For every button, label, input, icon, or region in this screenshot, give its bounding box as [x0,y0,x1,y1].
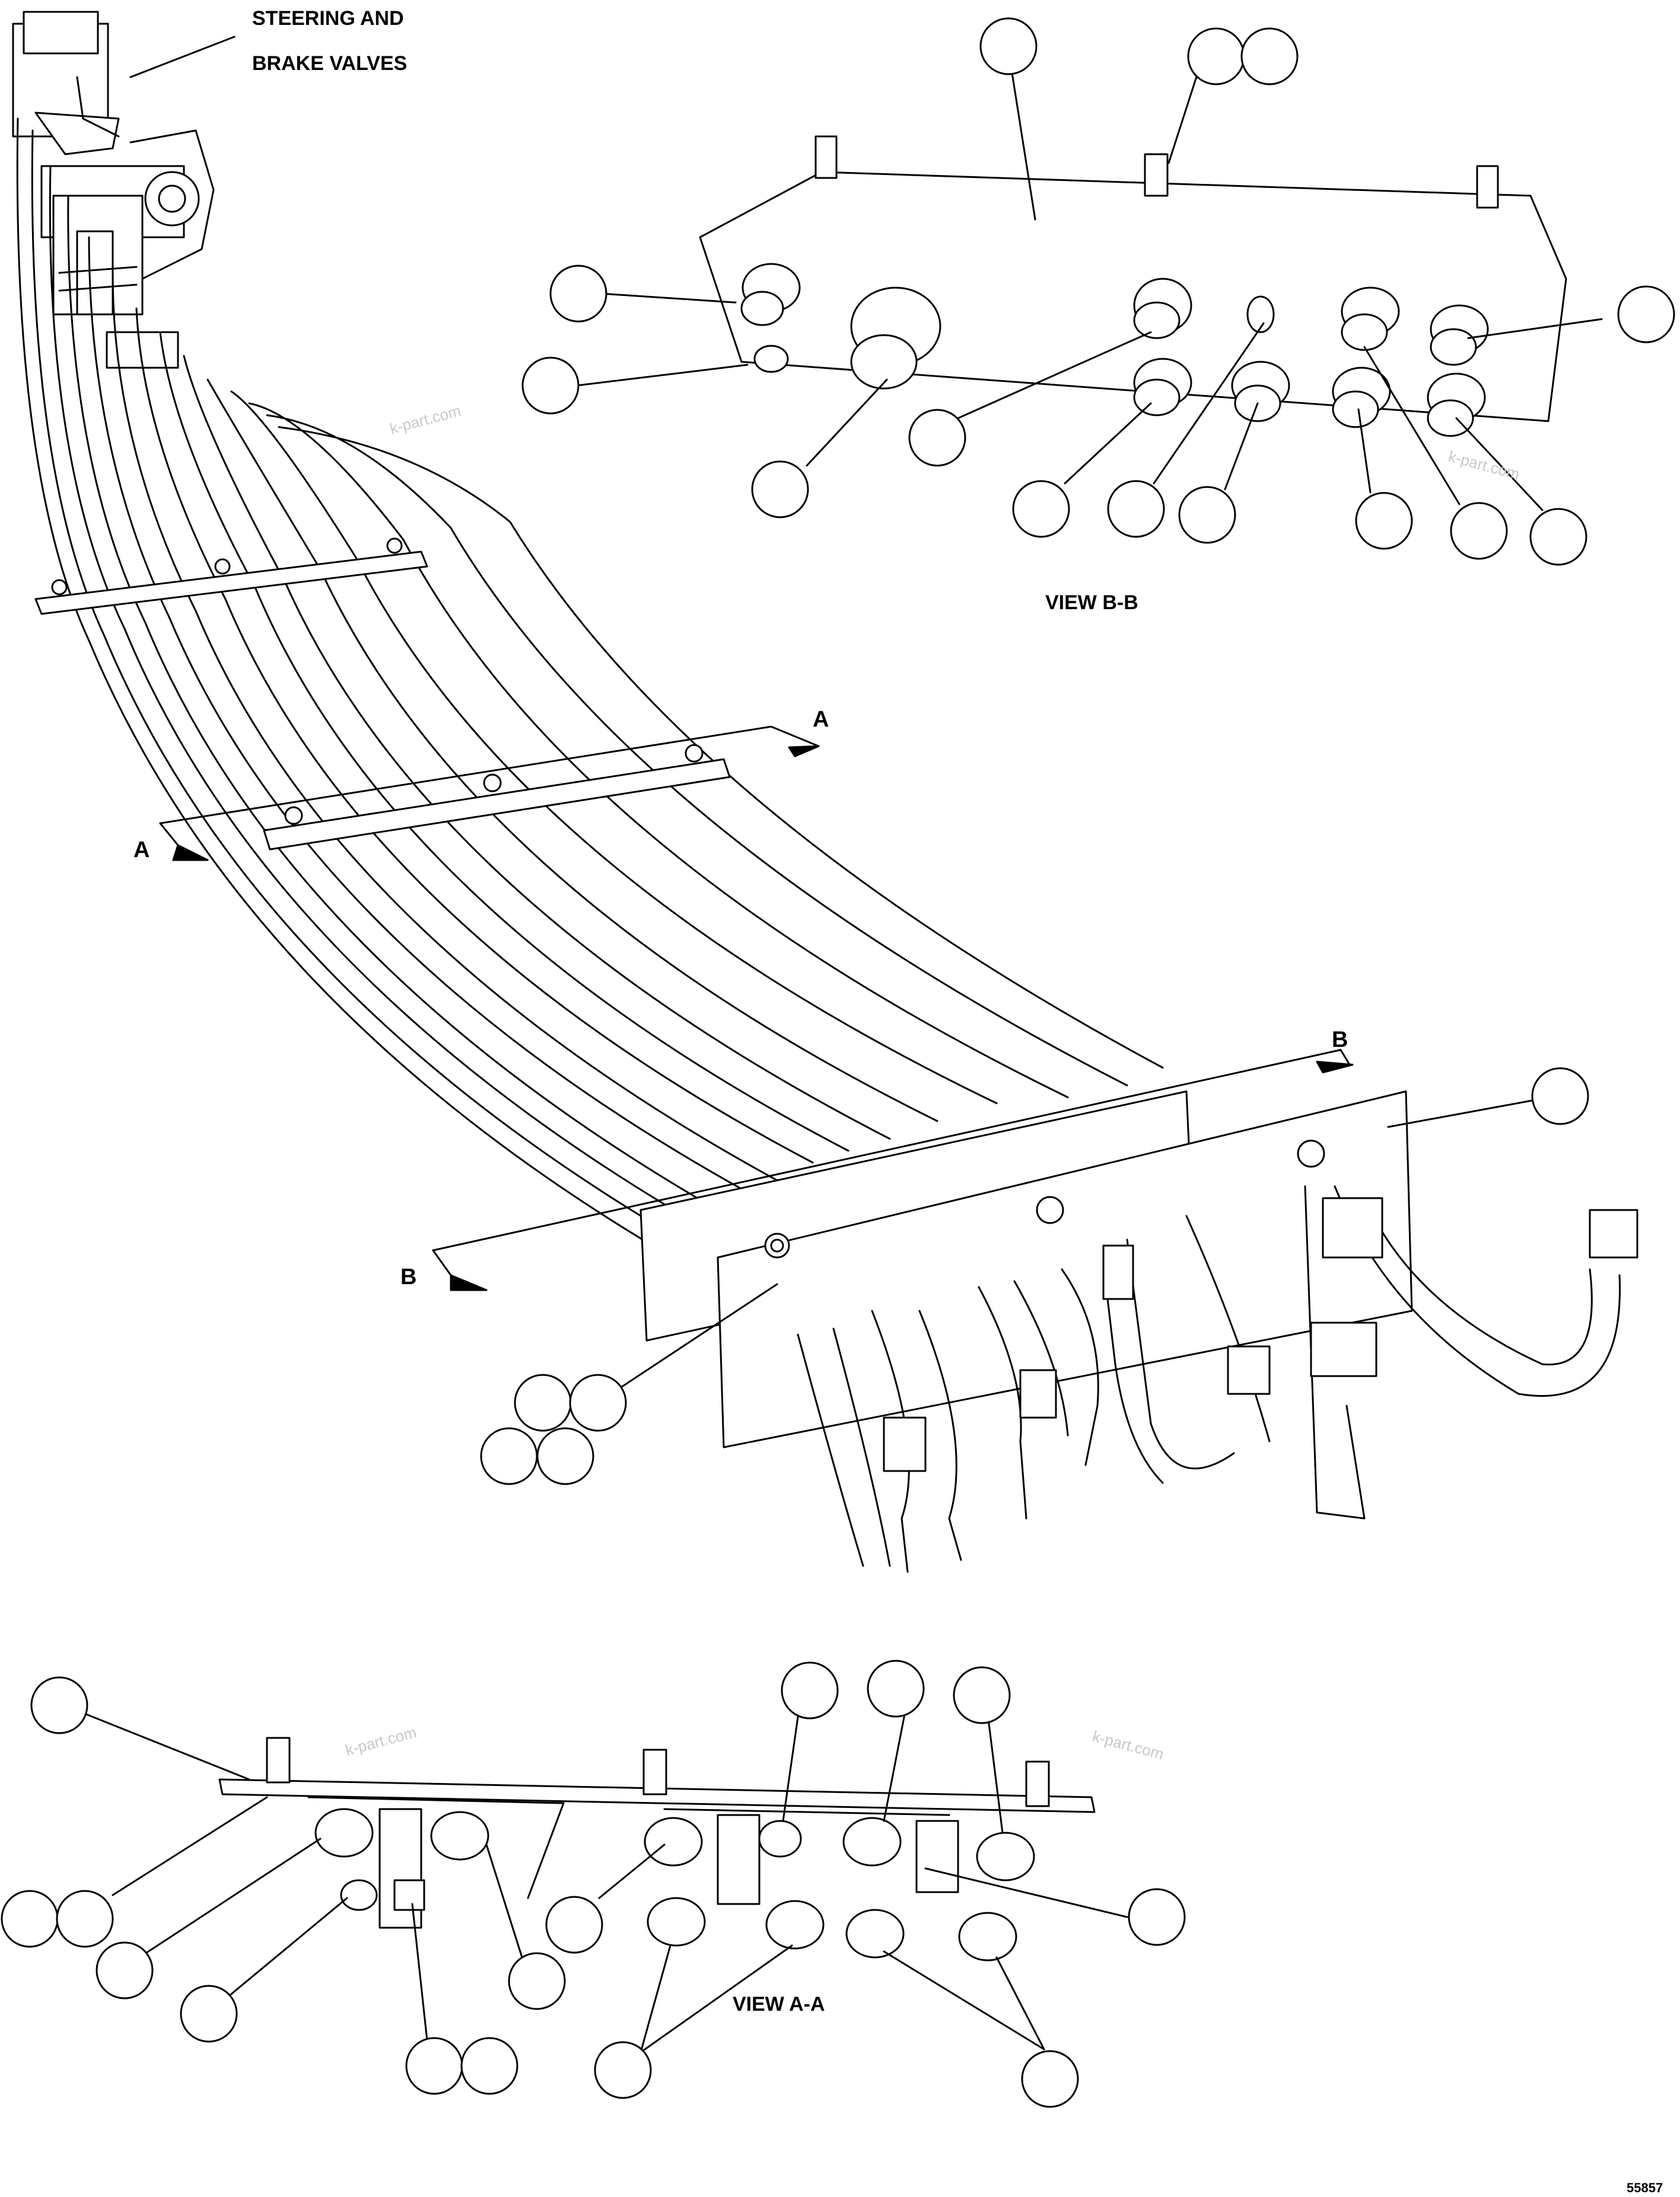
steering-leader [131,37,234,77]
figure-number: 55857 [1627,2180,1663,2195]
bulkhead-leader [1388,1100,1533,1127]
view-aa-callouts [2,1661,1185,2107]
callout-lower-left-1 [515,1375,571,1431]
exit-hose-fittings [884,1198,1637,1471]
watermark-1: k-part.com [388,402,463,438]
callout-lower-left-3 [481,1428,537,1484]
watermark-2: k-part.com [1446,447,1521,483]
bulkhead-plate [641,1091,1412,1447]
view-aa-label: VIEW A-A [733,1993,825,2015]
section-b-label-right: B [1332,1027,1348,1052]
view-aa [219,1738,1094,1960]
callout-lower-left-4 [537,1428,593,1484]
steering-brake-label-line1: STEERING AND [252,7,404,30]
section-b-label-left: B [400,1265,416,1289]
section-line-a [160,727,819,860]
view-bb-label: VIEW B-B [1045,591,1138,614]
section-line-b [433,1050,1353,1290]
section-a-clamp-plate [264,745,730,849]
watermark-3: k-part.com [343,1723,418,1759]
callout-bulkhead [1532,1068,1588,1124]
callout-lower-left-2 [570,1375,626,1431]
steering-brake-label-line2: BRAKE VALVES [252,52,407,75]
tube-bundle [17,119,1163,1246]
view-bb-callouts [523,18,1674,565]
section-a-label-left: A [133,838,149,862]
watermark-4: k-part.com [1090,1727,1165,1763]
upper-clamp-plate [36,539,427,614]
view-bb [700,136,1566,436]
lower-left-leader [611,1284,777,1394]
section-a-label-right: A [813,707,829,732]
